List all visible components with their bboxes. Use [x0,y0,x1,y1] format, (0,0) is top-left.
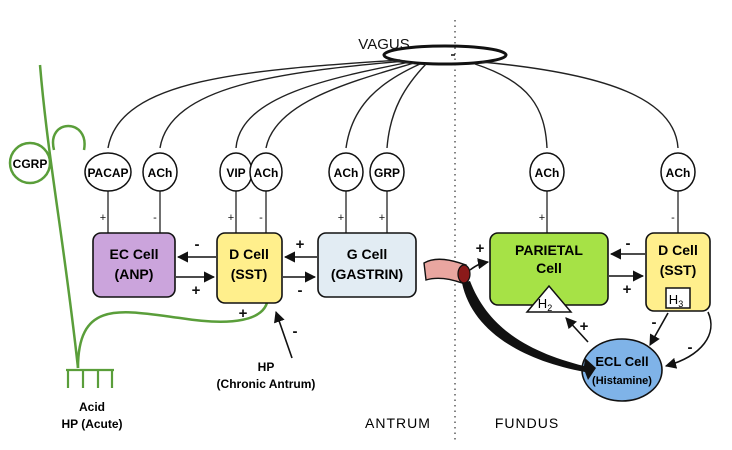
arrow-signs: - + + - + - + + - + + - - [192,235,693,356]
cgrp-nerve [38,64,270,369]
cell-arrows [176,248,712,369]
ntr-ach-ec-label: ACh [148,166,173,180]
sign-ach-d: - [259,212,263,224]
ntr-stems [107,191,679,233]
fundus-label: FUNDUS [495,415,559,431]
sign-pacap: + [100,212,106,224]
ntr-ach-ec: ACh [142,152,178,192]
ntr-ach-g-label: ACh [334,166,359,180]
ntr-grp: GRP [369,152,405,192]
antrum-label: ANTRUM [365,415,431,431]
blood-vessel-icon [423,258,471,284]
d-cell-antrum-product: (SST) [231,266,268,282]
ntr-ach-g: ACh [328,152,364,192]
hp-label: HP [258,360,275,374]
sign-cgrp-to-d: + [239,305,248,322]
g-cell-name: G Cell [347,246,387,262]
d-cell-fundus-product: (SST) [660,262,697,278]
sign-vessel-to-parietal: + [476,240,485,257]
ntr-ach-d-fundus-label: ACh [666,166,691,180]
d-cell-fundus-name: D Cell [658,242,698,258]
parietal-cell-suffix: Cell [536,260,562,276]
sign-parietal-to-d-fundus: + [623,281,632,298]
sign-d-to-g: - [298,282,303,299]
cgrp-label-group: CGRP [8,141,52,185]
ntr-ach-parietal: ACh [529,152,565,192]
h2-receptor-label: H2 [538,296,552,313]
ntr-pacap: PACAP [84,152,132,192]
ntr-vip: VIP [219,152,253,192]
h3-receptor: H3 [665,287,691,309]
sign-grp: + [379,212,385,224]
sign-vessel-to-ecl: + [492,318,501,335]
vagus-nerve [382,44,508,66]
ec-cell: EC Cell (ANP) [92,232,176,298]
ntr-ach-d-fundus: ACh [660,152,696,192]
sign-ec-to-d: + [192,282,201,299]
parietal-cell-name: PARIETAL [515,242,583,258]
sign-ach-ec: - [153,212,157,224]
g-cell-product: (GASTRIN) [331,266,403,282]
hp-chronic-label: (Chronic Antrum) [217,377,316,391]
ec-cell-product: (ANP) [115,266,154,282]
ec-cell-name: EC Cell [109,246,158,262]
cgrp-label: CGRP [13,157,48,171]
sign-d-fundus-to-parietal: - [626,235,631,252]
ntr-pacap-label: PACAP [87,166,128,180]
ntr-ach-d: ACh [249,152,283,192]
acid-label: Acid [79,400,105,414]
vagus-label: VAGUS [358,36,409,53]
d-cell-antrum: D Cell (SST) [216,232,283,304]
acid-receptor-icon [66,368,114,388]
ntr-signs: + - + - + + + - [100,212,675,224]
sign-ach-g: + [338,212,344,224]
parietal-cell: PARIETAL Cell [489,232,609,306]
sign-vip: + [228,212,234,224]
h2-receptor: H2 [525,284,573,313]
sign-ecl-from-d-fundus: - [688,339,693,356]
ecl-cell-name: ECL Cell [595,354,648,369]
sign-ecl-to-parietal: + [580,318,589,335]
sign-ach-parietal: + [539,212,545,224]
sign-d-fundus-to-ecl: - [652,314,657,331]
d-cell-antrum-name: D Cell [229,246,269,262]
vessel-to-ecl-arrow [462,281,596,380]
sign-hp-to-d: - [293,323,298,340]
d-cell-fundus: D Cell (SST) [645,232,711,312]
vagal-fibers [107,59,679,149]
sign-g-to-d: + [296,236,305,253]
ntr-vip-label: VIP [226,166,245,180]
ntr-ach-d-label: ACh [254,166,279,180]
ecl-cell-product: (Histamine) [592,375,652,387]
ntr-ach-parietal-label: ACh [535,166,560,180]
h3-receptor-label: H3 [669,292,683,309]
sign-ach-d-fundus: - [671,212,675,224]
ntr-grp-label: GRP [374,166,400,180]
g-cell: G Cell (GASTRIN) [317,232,417,298]
acid-hp-label: HP (Acute) [61,417,122,431]
sign-d-to-ec: - [195,236,200,253]
